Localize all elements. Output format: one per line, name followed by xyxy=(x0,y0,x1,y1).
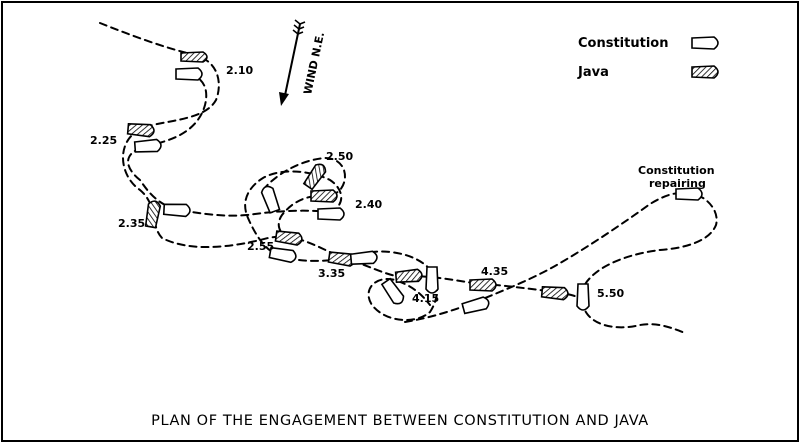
legend: Constitution Java xyxy=(577,36,719,80)
constitution-ship-4-15b xyxy=(425,266,439,294)
constitution-to-repair xyxy=(404,191,718,334)
time-label-2-35: 2.35 xyxy=(118,217,145,230)
time-label-2-40: 2.40 xyxy=(355,198,382,211)
constitution-ship-2-25 xyxy=(133,138,162,153)
java-ship-2-25 xyxy=(126,122,155,138)
java-ship-4-35 xyxy=(469,278,497,292)
time-label-2-55: 2.55 xyxy=(247,240,274,253)
constitution-loop xyxy=(244,170,433,273)
constitution-ship-2-10 xyxy=(175,67,203,81)
constitution-ship-5-50 xyxy=(576,283,590,311)
constitution-ship-4-35 xyxy=(461,296,490,315)
constitution-ship-2-55 xyxy=(268,246,297,264)
time-label-2-10: 2.10 xyxy=(226,64,253,77)
java-ship-2-50 xyxy=(302,163,327,191)
annotation-line-1: Constitution xyxy=(638,164,715,177)
time-label-3-35: 3.35 xyxy=(318,267,345,280)
java-ship-4-15 xyxy=(394,268,423,284)
legend-java-label: Java xyxy=(577,65,609,80)
constitution-track xyxy=(127,71,331,217)
legend-constitution-symbol xyxy=(691,36,719,50)
java-ship-5-50 xyxy=(540,285,569,301)
time-label-4-15: 4.15 xyxy=(412,292,439,305)
constitution-ship-3-35 xyxy=(349,250,378,266)
time-label-4-35: 4.35 xyxy=(481,265,508,278)
java-ship-2-55 xyxy=(274,230,303,246)
annotation-line-2: repairing xyxy=(649,177,706,190)
java-loop xyxy=(262,157,346,239)
constitution-ship-2-50 xyxy=(260,185,281,214)
wind-arrow-icon xyxy=(279,19,306,106)
constitution-ship-2-35 xyxy=(162,203,191,218)
time-label-5-50: 5.50 xyxy=(597,287,624,300)
java-ship-2-35 xyxy=(144,200,162,229)
diagram-caption: PLAN OF THE ENGAGEMENT BETWEEN CONSTITUT… xyxy=(151,413,649,429)
legend-constitution-label: Constitution xyxy=(578,36,668,51)
java-ship-2-40 xyxy=(310,189,338,203)
loop-415 xyxy=(367,271,438,322)
legend-java-symbol xyxy=(691,65,719,79)
wind-label: WIND N.E. xyxy=(301,31,327,96)
constitution-ship-repairing xyxy=(675,187,703,201)
java-ship-2-10 xyxy=(180,51,208,63)
constitution-ship-4-15 xyxy=(380,277,405,305)
time-label-2-50: 2.50 xyxy=(326,150,353,163)
time-label-2-25: 2.25 xyxy=(90,134,117,147)
constitution-ship-2-40 xyxy=(317,207,345,221)
